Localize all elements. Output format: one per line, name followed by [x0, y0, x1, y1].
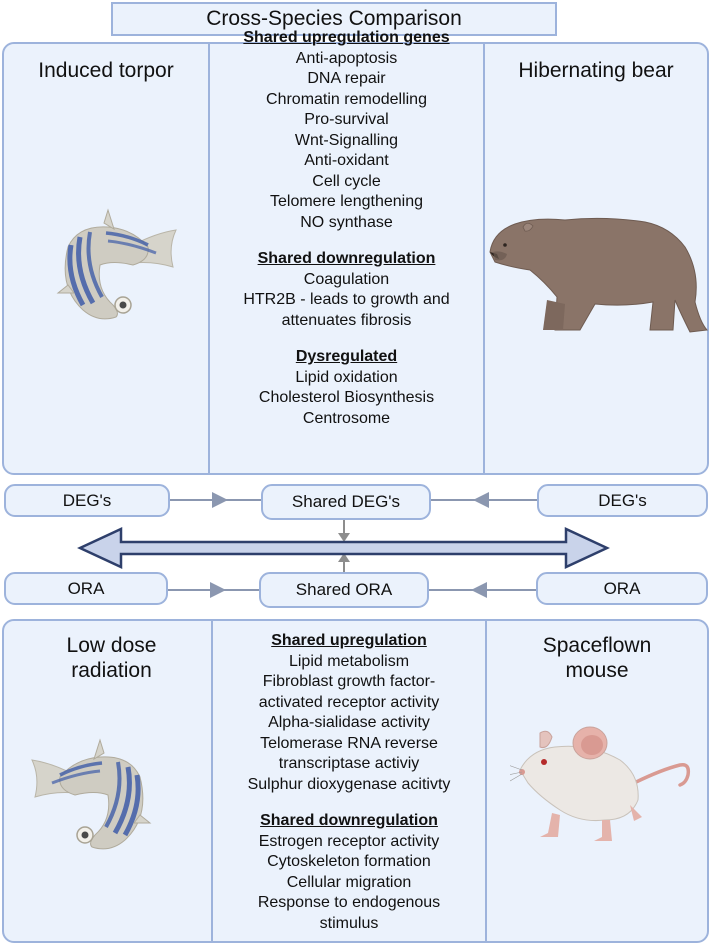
shared-upregulation-genes-heading: Shared upregulation genes	[243, 29, 450, 46]
list-item: Centrosome	[302, 409, 391, 427]
bear-icon	[489, 217, 709, 333]
list-item: Telomere lengthening	[270, 193, 423, 210]
list-item: Anti-oxidant	[304, 152, 389, 169]
arrowhead-right-icon	[212, 492, 228, 508]
mouse-icon	[510, 726, 691, 841]
shared-ora-node: Shared ORA	[259, 572, 429, 608]
list-item: HTR2B - leads to growth and	[243, 291, 450, 308]
list-item: Estrogen receptor activity	[258, 832, 440, 850]
low-dose-radiation-label: Low dose radiation	[4, 633, 219, 683]
list-item: Lipid metabolism	[288, 652, 410, 670]
list-item: activated receptor activity	[258, 693, 440, 711]
list-item: Cytoskeleton formation	[267, 853, 431, 870]
top-left-divider	[208, 43, 210, 474]
list-item: stimulus	[319, 914, 379, 932]
ora-left-node: ORA	[4, 572, 168, 605]
list-item: Wnt-Signalling	[294, 131, 399, 149]
deg-left-connector	[124, 499, 262, 501]
list-item: NO synthase	[300, 213, 393, 231]
list-item: attenuates fibrosis	[281, 311, 412, 329]
list-item: Response to endogenous	[257, 894, 441, 911]
shared-upregulation-heading: Shared upregulation	[271, 632, 427, 649]
list-item: DNA repair	[307, 70, 386, 87]
shared-deg-node: Shared DEG's	[261, 484, 431, 520]
list-item: Anti-apoptosis	[295, 49, 398, 67]
arrowhead-left-icon	[471, 582, 487, 598]
arrowhead-left-icon	[473, 492, 489, 508]
list-item: Alpha-sialidase activity	[268, 714, 430, 731]
list-item: Fibroblast growth factor-	[262, 673, 436, 690]
list-item: Cell cycle	[312, 172, 381, 190]
hibernating-bear-label: Hibernating bear	[518, 59, 674, 82]
bottom-findings-list: Shared upregulation Lipid metabolism Fib…	[213, 631, 485, 934]
top-right-divider	[483, 43, 485, 474]
list-item: Cholesterol Biosynthesis	[258, 389, 435, 406]
zebrafish-icon	[56, 208, 177, 320]
list-item: Cellular migration	[286, 873, 412, 891]
list-item: Lipid oxidation	[295, 368, 398, 386]
arrowhead-right-icon	[210, 582, 226, 598]
list-item: transcriptase activiy	[278, 755, 420, 772]
shared-downregulation-heading: Shared downregulation	[257, 250, 436, 267]
deg-right-node: DEG's	[537, 484, 708, 517]
list-item: Telomerase RNA reverse	[260, 734, 438, 752]
list-item: Sulphur dioxygenase acitivty	[247, 775, 451, 793]
list-item: Chromatin remodelling	[266, 90, 427, 108]
zebrafish-icon	[31, 738, 152, 850]
label-line: Spaceflown	[542, 634, 652, 657]
deg-left-node: DEG's	[4, 484, 170, 517]
induced-torpor-label: Induced torpor	[38, 59, 174, 82]
top-findings-list: Shared upregulation genes Anti-apoptosis…	[210, 28, 483, 429]
label-line: mouse	[565, 659, 629, 682]
ora-right-node: ORA	[536, 572, 708, 605]
double-headed-arrow-icon	[77, 527, 610, 569]
list-item: Coagulation	[303, 270, 390, 288]
list-item: Pro-survival	[304, 111, 389, 128]
down-arrow-icon	[338, 520, 350, 542]
spaceflown-mouse-label: Spaceflown mouse	[487, 633, 707, 683]
shared-downregulation-heading: Shared downregulation	[260, 812, 438, 829]
bottom-right-divider	[485, 620, 487, 942]
ora-left-connector	[120, 589, 260, 591]
diagram-title: Cross-Species Comparison	[111, 2, 557, 36]
bottom-left-divider	[211, 620, 213, 942]
label-line: radiation	[71, 659, 152, 682]
dysregulated-heading: Dysregulated	[295, 348, 398, 365]
label-line: Low dose	[66, 634, 157, 657]
